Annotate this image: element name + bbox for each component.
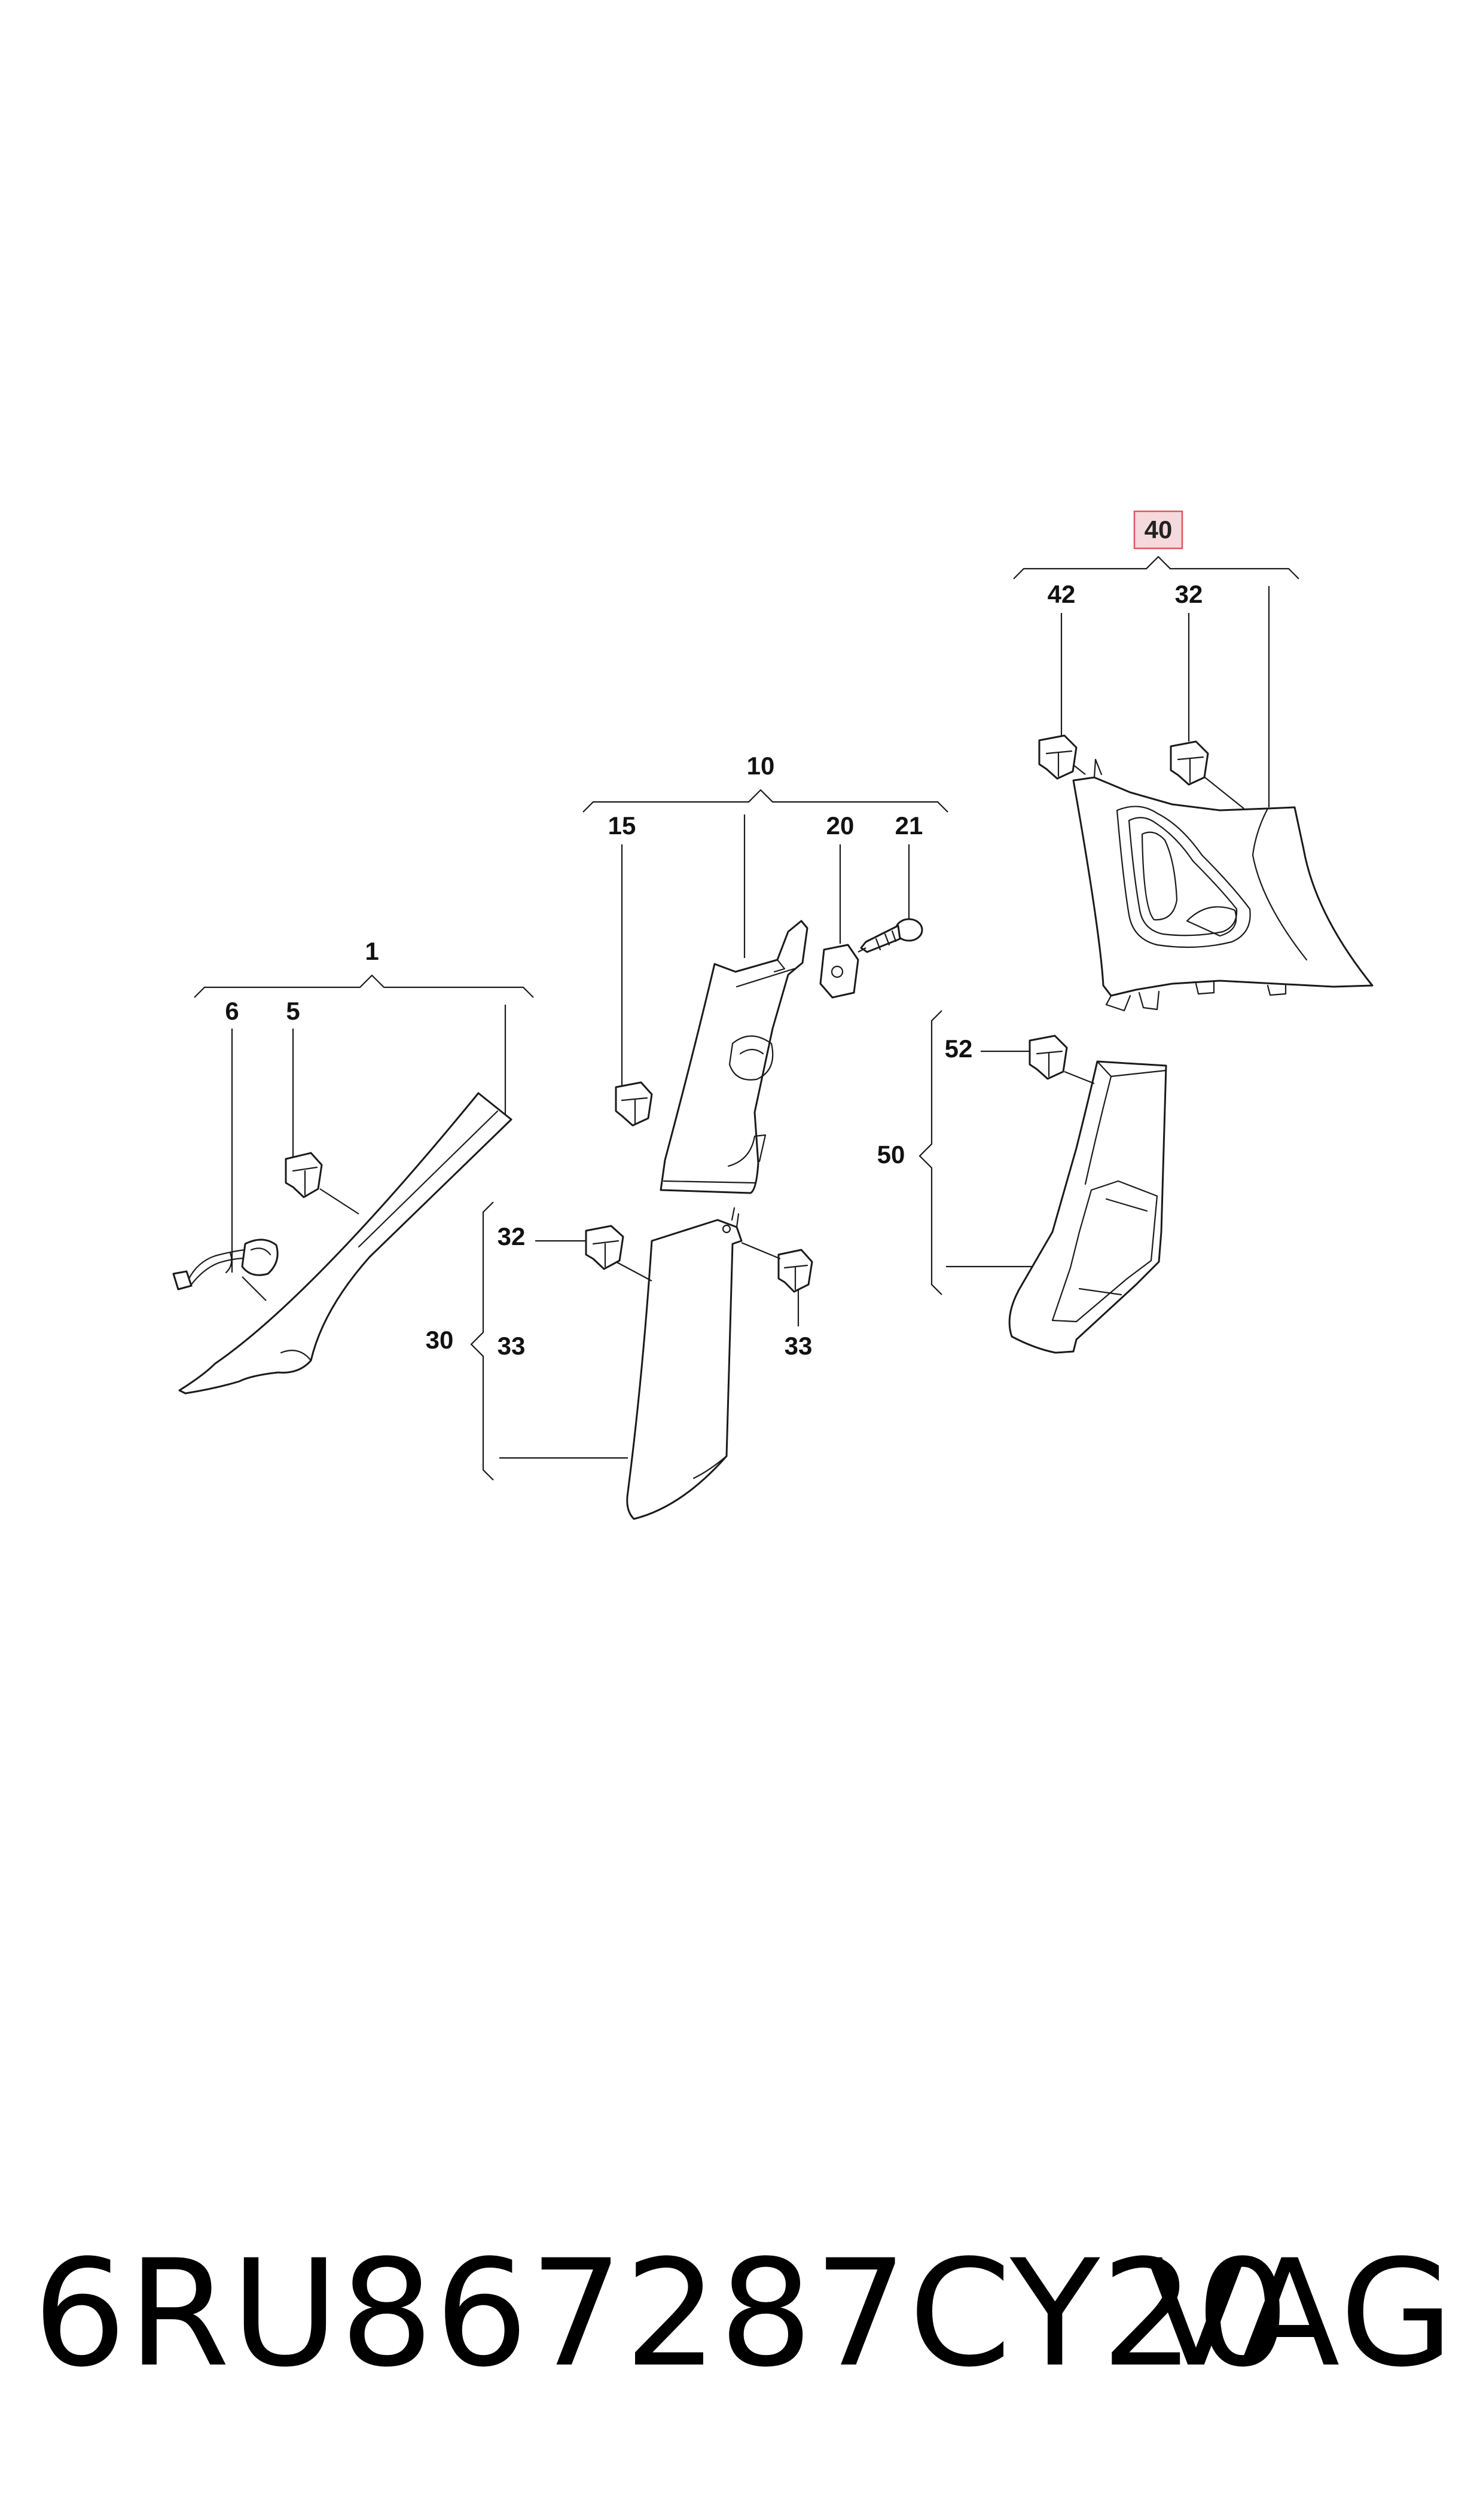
callout-5[interactable]: 5 [286, 997, 300, 1025]
part-number: 6RU867287CY20 [33, 2229, 1291, 2400]
callout-10[interactable]: 10 [747, 752, 775, 780]
clip-42 [1038, 734, 1086, 780]
callout-1[interactable]: 1 [365, 937, 379, 965]
group-50: 50 52 [877, 1010, 1167, 1354]
clip-32a [585, 1225, 652, 1282]
callout-32b[interactable]: 32 [1175, 580, 1203, 608]
callout-42[interactable]: 42 [1048, 580, 1076, 608]
callout-40-highlight [1133, 510, 1183, 550]
bracket-10 [582, 789, 948, 813]
brand-label: VAG [1145, 2229, 1456, 2400]
clip-52 [1029, 1035, 1095, 1085]
a-pillar-trim [178, 1092, 512, 1395]
group-10: 10 15 20 21 [582, 752, 948, 1194]
bracket-50 [919, 1010, 942, 1295]
callout-40[interactable]: 40 [1145, 515, 1173, 544]
callout-32a[interactable]: 32 [498, 1222, 526, 1250]
callout-20[interactable]: 20 [826, 811, 855, 840]
b-pillar-upper-trim [660, 920, 808, 1194]
group-40: 40 42 32 [1013, 510, 1374, 1012]
callout-15[interactable]: 15 [608, 811, 636, 840]
callout-21[interactable]: 21 [895, 811, 923, 840]
bracket-30 [470, 1201, 494, 1481]
clip-nut-20 [819, 944, 859, 999]
clip-33b [741, 1241, 813, 1293]
group-1: 1 6 5 [172, 937, 534, 1395]
callout-30[interactable]: 30 [426, 1326, 454, 1354]
clip-5 [285, 1152, 359, 1215]
callout-50[interactable]: 50 [877, 1140, 905, 1169]
bracket-1 [194, 974, 534, 998]
callout-6[interactable]: 6 [225, 997, 239, 1025]
clip-32b [1170, 740, 1244, 809]
callout-52[interactable]: 52 [945, 1035, 973, 1063]
group-30: 30 32 33 33 [426, 1201, 813, 1520]
rear-lower-trim [1008, 1060, 1167, 1354]
bracket-40 [1013, 556, 1299, 579]
part-number-banner: 6RU867287CY20 VAG [33, 2237, 1468, 2392]
screw-21 [858, 918, 923, 953]
clip-15 [615, 1081, 653, 1127]
connector-6 [172, 1238, 279, 1301]
callout-33b[interactable]: 33 [785, 1332, 813, 1360]
b-pillar-lower-trim [626, 1219, 743, 1520]
callout-33a[interactable]: 33 [498, 1332, 526, 1360]
